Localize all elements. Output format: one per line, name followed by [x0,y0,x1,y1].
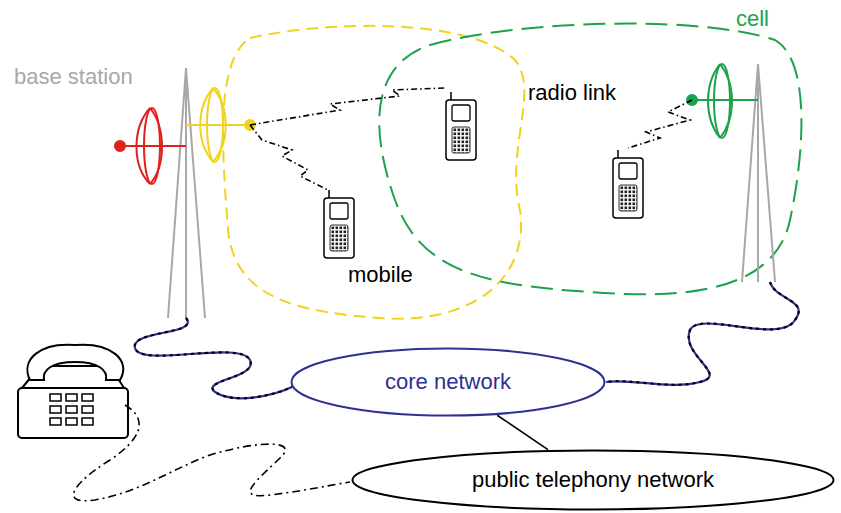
node-label: public telephony network [472,467,714,493]
node-label: core network [385,369,511,395]
cell-outline [223,26,524,319]
base-station-tower [742,64,775,282]
text-label: cell [736,6,769,32]
network-link [497,415,548,449]
backhaul-cable [135,282,799,398]
text-label: mobile [348,262,413,288]
antenna-dish [115,108,186,184]
mobile-phone [324,190,354,258]
network-ellipse: core network [290,347,606,417]
telephone [18,345,128,438]
cell-outline [379,24,801,295]
mobile-phone [446,92,476,160]
base-station-tower [168,68,205,318]
mobile-phone [613,150,643,218]
text-label: base station [14,64,133,90]
text-label: radio link [528,80,616,106]
antenna-dish [687,64,758,138]
network-ellipse: public telephony network [351,449,835,511]
antenna-dish [186,88,255,162]
telephone-line [74,405,350,501]
